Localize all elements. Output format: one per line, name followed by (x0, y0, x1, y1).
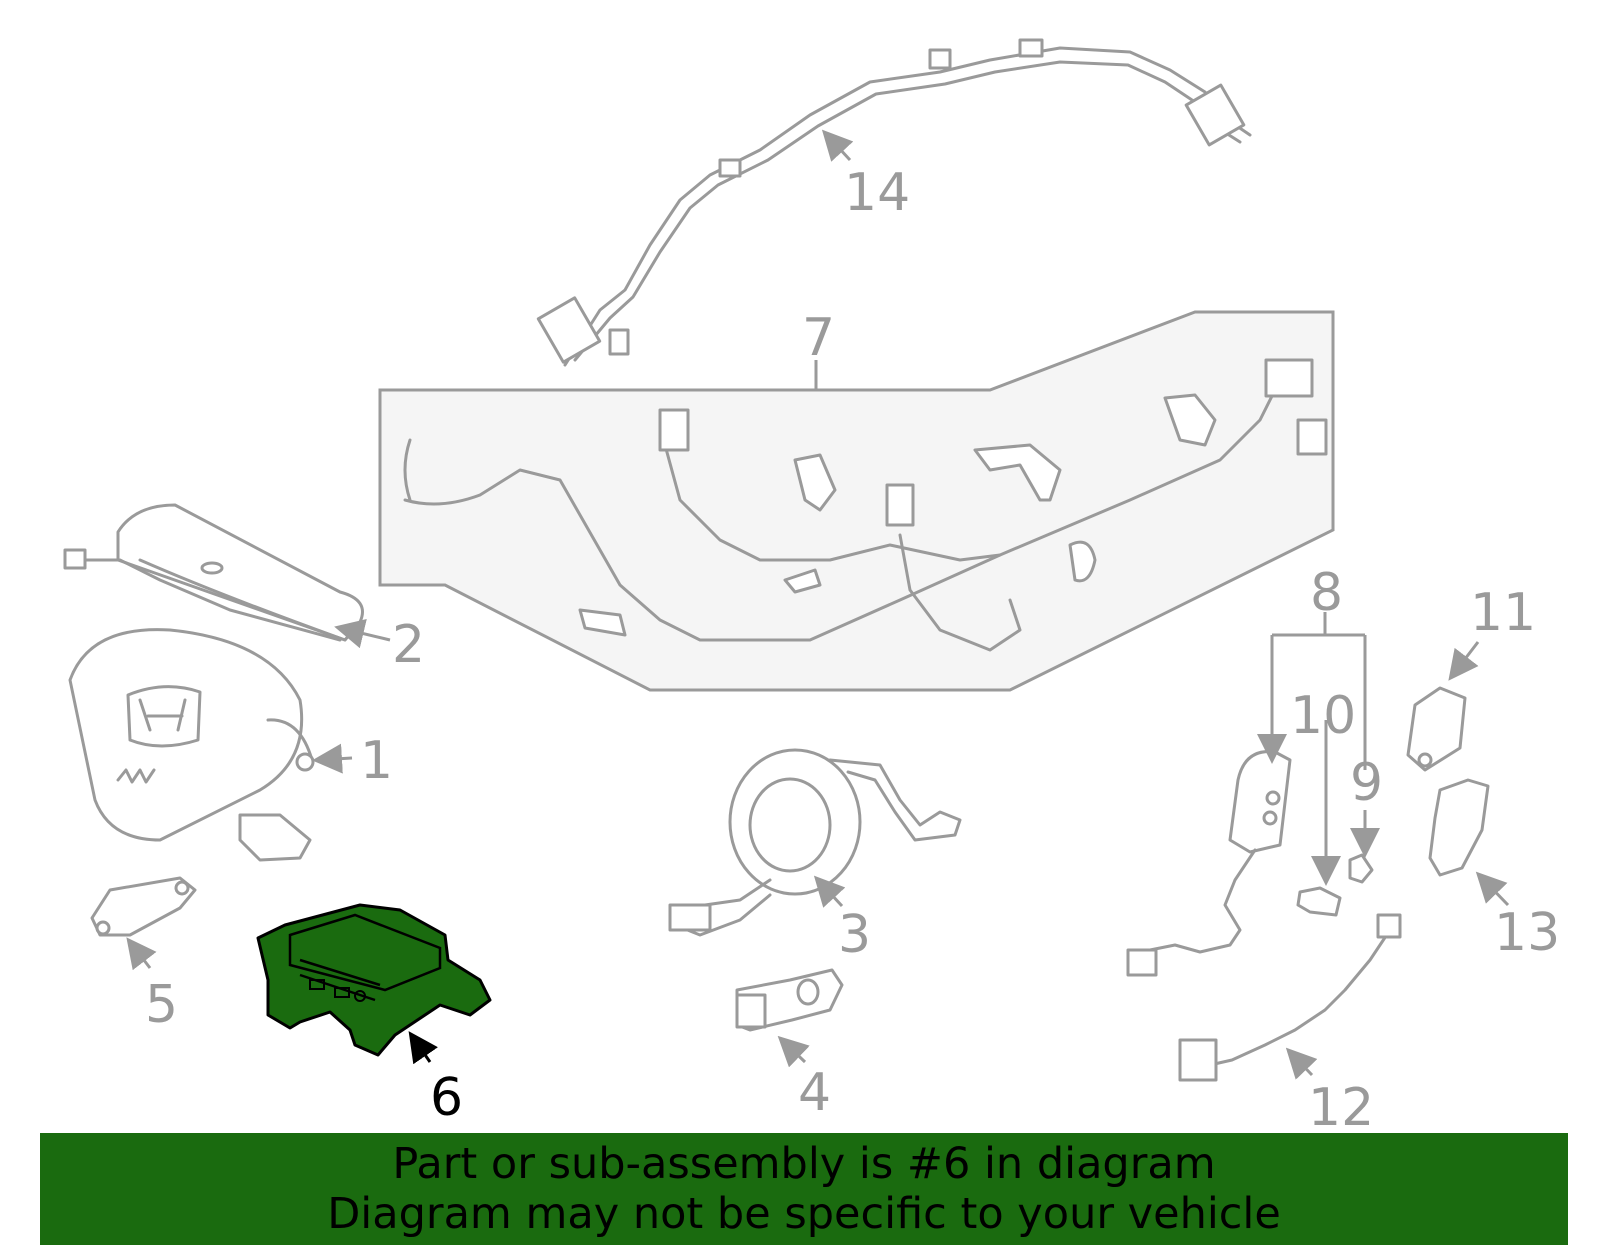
part-2-passenger-airbag[interactable] (63, 503, 364, 642)
callout-3: 3 (838, 905, 871, 965)
banner-background (40, 1133, 1568, 1245)
leader-13 (1475, 871, 1510, 907)
callout-9: 9 (1350, 753, 1383, 813)
callout-12: 12 (1308, 1078, 1374, 1138)
part-11-sensor[interactable] (1406, 686, 1467, 772)
callout-14: 14 (844, 163, 910, 223)
part-14-curtain-airbag[interactable] (536, 38, 1252, 367)
callout-4: 4 (798, 1063, 831, 1123)
part-4-switch[interactable] (735, 968, 844, 1032)
leader-2 (334, 619, 391, 649)
leader-1 (312, 743, 353, 774)
part-3-clock-spring[interactable] (668, 748, 962, 937)
part-8-side-airbag[interactable] (1126, 750, 1292, 977)
part-13-side-airbag[interactable] (1428, 778, 1490, 877)
leader-3 (813, 875, 846, 908)
part-5-sensor[interactable] (90, 876, 197, 937)
banner-line-2: Diagram may not be specific to your vehi… (327, 1189, 1281, 1239)
callout-7: 7 (802, 308, 835, 368)
part-9-clip[interactable] (1348, 853, 1374, 884)
callout-10: 10 (1290, 686, 1356, 746)
leader-5 (126, 937, 157, 971)
part-10-bracket[interactable] (1296, 886, 1342, 917)
leader-8 (1270, 612, 1367, 770)
part-6-srs-unit[interactable] (256, 903, 492, 1057)
part-12-sub-harness[interactable] (1178, 913, 1402, 1082)
callout-11: 11 (1470, 583, 1536, 643)
leader-6 (408, 1031, 438, 1065)
callout-6: 6 (430, 1068, 463, 1128)
part-7-harness-group[interactable] (378, 310, 1335, 692)
callout-5: 5 (145, 975, 178, 1035)
callout-13: 13 (1494, 903, 1560, 963)
callout-8: 8 (1310, 563, 1343, 623)
leader-12 (1285, 1047, 1318, 1080)
leader-11 (1448, 641, 1480, 681)
banner-line-1: Part or sub-assembly is #6 in diagram (392, 1139, 1216, 1189)
callout-2: 2 (392, 615, 425, 675)
callout-1: 1 (360, 731, 393, 791)
leader-4 (777, 1035, 810, 1068)
leader-14 (821, 129, 854, 162)
info-banner: Part or sub-assembly is #6 in diagram Di… (40, 1133, 1568, 1245)
part-1-driver-airbag[interactable] (68, 628, 315, 862)
